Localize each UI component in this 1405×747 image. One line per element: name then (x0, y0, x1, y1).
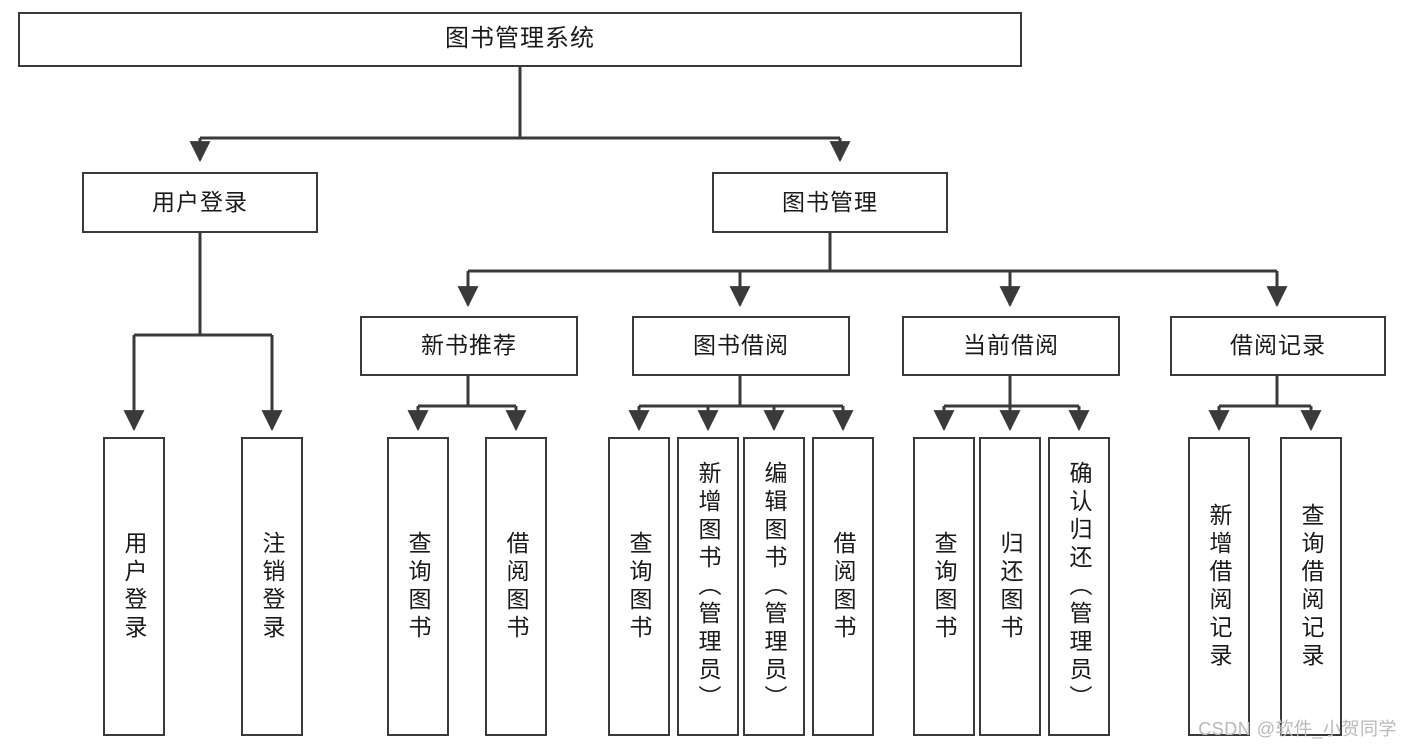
node-leaf-add-book[interactable]: 新增图书（管理员） (677, 437, 739, 736)
node-leaf-query-record[interactable]: 查询借阅记录 (1280, 437, 1342, 736)
node-borrow-record[interactable]: 借阅记录 (1170, 316, 1386, 376)
watermark: CSDN @软件_小贺同学 (1198, 719, 1397, 739)
node-leaf-add-record[interactable]: 新增借阅记录 (1188, 437, 1250, 736)
node-book-manage[interactable]: 图书管理 (712, 172, 948, 233)
node-leaf-query-book-1[interactable]: 查询图书 (387, 437, 449, 736)
node-user-login[interactable]: 用户登录 (82, 172, 318, 233)
node-root-system[interactable]: 图书管理系统 (18, 12, 1022, 67)
node-leaf-edit-book[interactable]: 编辑图书（管理员） (743, 437, 805, 736)
node-leaf-user-login[interactable]: 用户登录 (103, 437, 165, 736)
node-leaf-query-book-3[interactable]: 查询图书 (913, 437, 975, 736)
node-leaf-query-book-2[interactable]: 查询图书 (608, 437, 670, 736)
node-leaf-confirm-return[interactable]: 确认归还（管理员） (1048, 437, 1110, 736)
node-leaf-borrow-book-1[interactable]: 借阅图书 (485, 437, 547, 736)
node-book-borrow[interactable]: 图书借阅 (632, 316, 850, 376)
node-leaf-user-logout[interactable]: 注销登录 (241, 437, 303, 736)
node-current-borrow[interactable]: 当前借阅 (902, 316, 1120, 376)
node-leaf-borrow-book-2[interactable]: 借阅图书 (812, 437, 874, 736)
node-new-book-recommend[interactable]: 新书推荐 (360, 316, 578, 376)
node-leaf-return-book[interactable]: 归还图书 (979, 437, 1041, 736)
